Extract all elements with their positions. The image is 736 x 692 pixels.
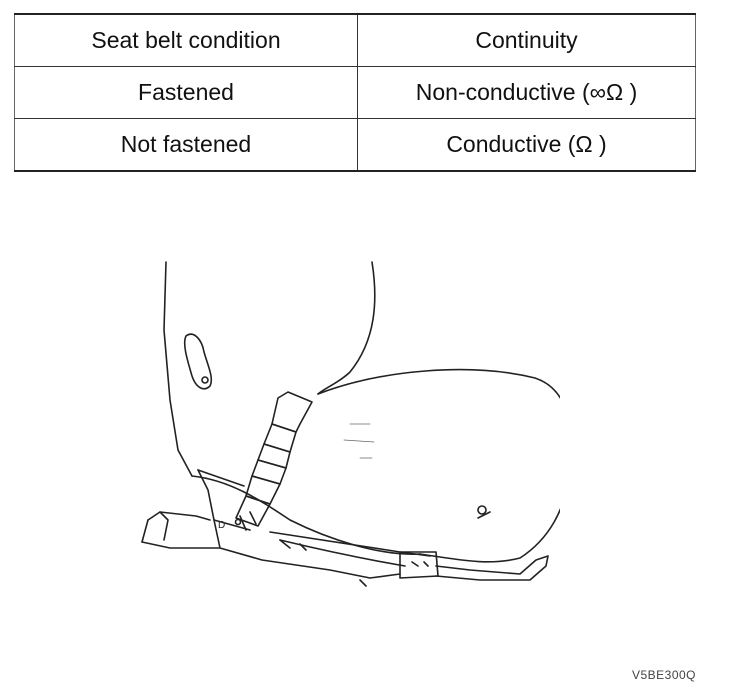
buckle-icon	[235, 391, 313, 531]
table-row: Fastened Non-conductive (∞Ω )	[14, 66, 696, 119]
table-row: Not fastened Conductive (Ω )	[14, 118, 696, 172]
seat-cushion-front	[191, 475, 421, 555]
seat-back-outline	[163, 261, 193, 477]
recliner-lever-icon	[183, 333, 213, 390]
rail-extension	[435, 555, 549, 581]
seat-rail-outline	[197, 469, 401, 579]
header-seat-belt-condition: Seat belt condition	[14, 13, 358, 67]
seat-rail-lower	[141, 511, 221, 549]
seat-back-right-edge	[317, 261, 376, 395]
seat-cushion-outline	[317, 368, 560, 563]
svg-text:D: D	[218, 520, 225, 531]
figure-code: V5BE300Q	[631, 668, 696, 682]
seat-with-buckle-switch-illustration: D	[141, 261, 560, 587]
cell-continuity-fastened: Non-conductive (∞Ω )	[357, 66, 696, 119]
header-continuity: Continuity	[357, 13, 696, 67]
cell-condition-fastened: Fastened	[14, 66, 358, 119]
cell-condition-not-fastened: Not fastened	[14, 118, 358, 172]
continuity-table: Seat belt condition Continuity Fastened …	[14, 13, 696, 172]
table-header-row: Seat belt condition Continuity	[14, 13, 696, 67]
cell-continuity-not-fastened: Conductive (Ω )	[357, 118, 696, 172]
